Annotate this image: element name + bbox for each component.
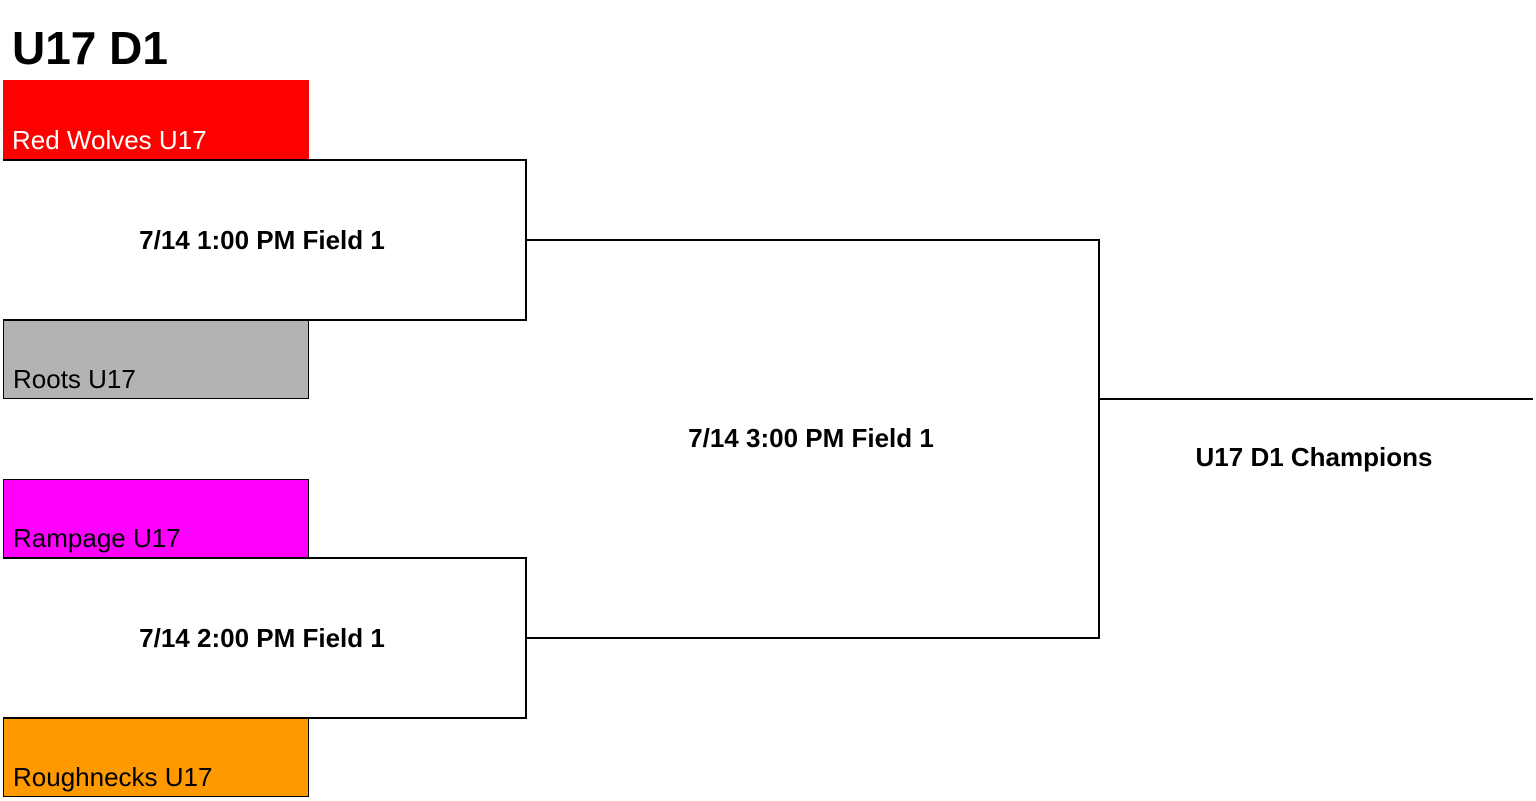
team-name: Red Wolves U17 [12, 125, 207, 155]
team-box-rampage: Rampage U17 [3, 479, 309, 558]
team-name: Roughnecks U17 [13, 762, 213, 792]
team-box-red-wolves: Red Wolves U17 [3, 80, 309, 159]
team-name: Roots U17 [13, 364, 136, 394]
team-box-roots: Roots U17 [3, 320, 309, 399]
champion-label: U17 D1 Champions [1195, 442, 1433, 472]
final-connector [526, 239, 1100, 639]
final-game-label: 7/14 3:00 PM Field 1 [688, 423, 934, 453]
team-name: Rampage U17 [13, 523, 181, 553]
game-2-label: 7/14 2:00 PM Field 1 [139, 623, 385, 653]
game-1-label: 7/14 1:00 PM Field 1 [139, 225, 385, 255]
bracket-title: U17 D1 [12, 22, 168, 74]
team-box-roughnecks: Roughnecks U17 [3, 718, 309, 797]
